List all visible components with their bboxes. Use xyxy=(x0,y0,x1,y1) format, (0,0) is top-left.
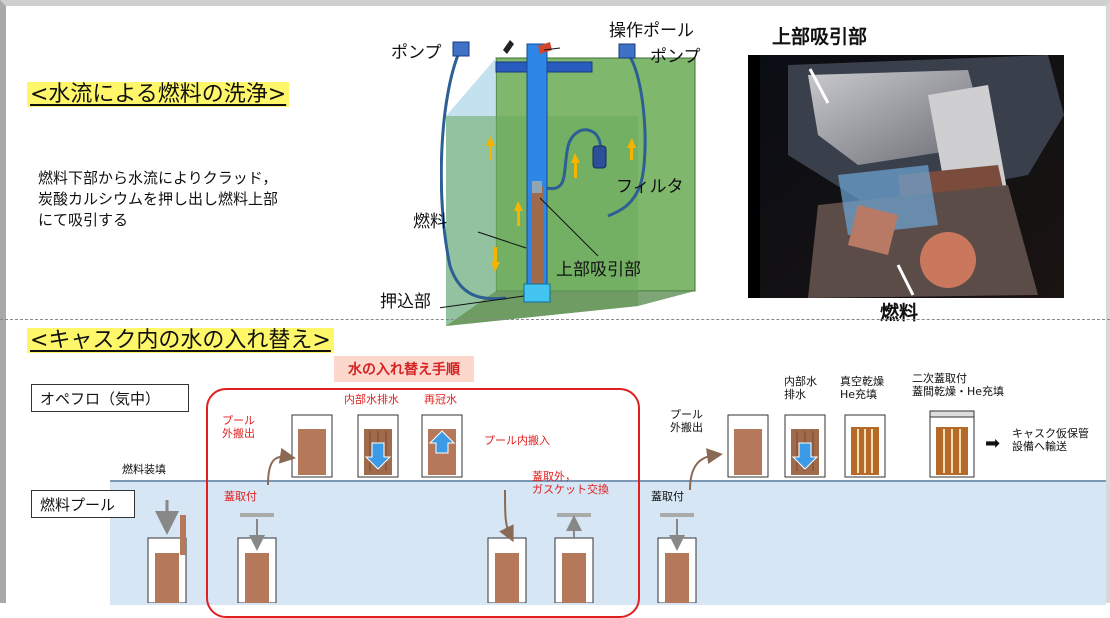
photo-upper-suction-label: 上部吸引部 xyxy=(772,26,868,48)
cask-refill xyxy=(421,414,463,478)
step-refill: 再冠水 xyxy=(424,393,457,406)
cask-pool-out-2 xyxy=(689,414,769,491)
procedure-title: 水の入れ替え手順 xyxy=(334,356,474,382)
fuel-rod xyxy=(531,186,543,286)
right-hose xyxy=(607,53,647,218)
pump-right-icon xyxy=(618,43,636,59)
push-in-part xyxy=(523,283,551,303)
cask-fuel-loading xyxy=(147,500,187,603)
handle-left xyxy=(503,40,514,54)
step-lid-on-1: 蓋取付 xyxy=(224,490,257,503)
zone-air-label: オペフロ（気中） xyxy=(31,384,189,412)
cleaning-photo xyxy=(748,55,1064,298)
pump-left-icon xyxy=(452,41,470,57)
pump-right-label: ポンプ xyxy=(650,47,701,67)
zone-pool-label: 燃料プール xyxy=(31,490,135,518)
cask-pool-in xyxy=(487,537,527,603)
handle-right xyxy=(538,42,552,54)
water-replacement-heading: <キャスク内の水の入れ替え> xyxy=(27,328,334,354)
cask-internal-drain-1 xyxy=(357,414,399,478)
step-pool-in: プール内搬入 xyxy=(484,434,550,447)
filter-icon xyxy=(592,145,607,169)
fuel-label: 燃料 xyxy=(413,212,447,232)
push-in-label: 押込部 xyxy=(380,292,431,312)
cask-secondary-lid xyxy=(929,410,975,478)
cask-lid-off xyxy=(554,513,594,603)
cask-vacuum-dry xyxy=(844,414,886,478)
step-fuel-loading: 燃料装填 xyxy=(122,463,166,476)
step-secondary-lid: 二次蓋取付 蓋間乾燥・He充填 xyxy=(912,372,1005,398)
cleaning-apparatus-diagram xyxy=(440,40,696,326)
photo-fuel-label: 燃料 xyxy=(880,302,919,324)
upper-suction-part xyxy=(532,181,542,193)
pump-left-label: ポンプ xyxy=(391,43,442,63)
cask-lid-on-1 xyxy=(237,513,277,603)
slide-frame xyxy=(0,0,1110,603)
cask-internal-drain-2 xyxy=(784,414,826,478)
cleaning-description: 燃料下部から水流によりクラッド， 炭酸カルシウムを押し出し燃料上部 にて吸引する xyxy=(38,169,279,229)
operation-pole-label: 操作ポール xyxy=(609,21,694,41)
section-divider xyxy=(0,319,1110,320)
step-transport: キャスク仮保管 設備へ輸送 xyxy=(1012,427,1089,453)
step-pool-out-1: プール 外搬出 xyxy=(222,414,255,440)
filter-label: フィルタ xyxy=(616,177,684,197)
step-lid-off: 蓋取外， ガスケット交換 xyxy=(532,470,609,496)
cleaning-heading: <水流による燃料の洗浄> xyxy=(27,82,290,108)
step-lid-on-2: 蓋取付 xyxy=(651,490,684,503)
cask-lid-on-2 xyxy=(657,513,697,603)
cask-sequence-diagram xyxy=(147,410,975,603)
transport-arrow-icon: ➡ xyxy=(985,433,1001,454)
filter-hose xyxy=(537,128,603,191)
upper-suction-label: 上部吸引部 xyxy=(556,260,641,280)
step-internal-drain-2: 内部水 排水 xyxy=(784,375,817,401)
cask-pool-out-1 xyxy=(267,414,333,486)
flow-arrows xyxy=(486,136,636,272)
step-vacuum-dry: 真空乾燥 He充填 xyxy=(840,375,884,401)
left-hose xyxy=(440,49,507,301)
step-pool-out-2: プール 外搬出 xyxy=(670,408,703,434)
step-internal-drain-1: 内部水排水 xyxy=(344,393,399,406)
photo-image xyxy=(748,55,1064,298)
tank-floor xyxy=(446,291,695,326)
